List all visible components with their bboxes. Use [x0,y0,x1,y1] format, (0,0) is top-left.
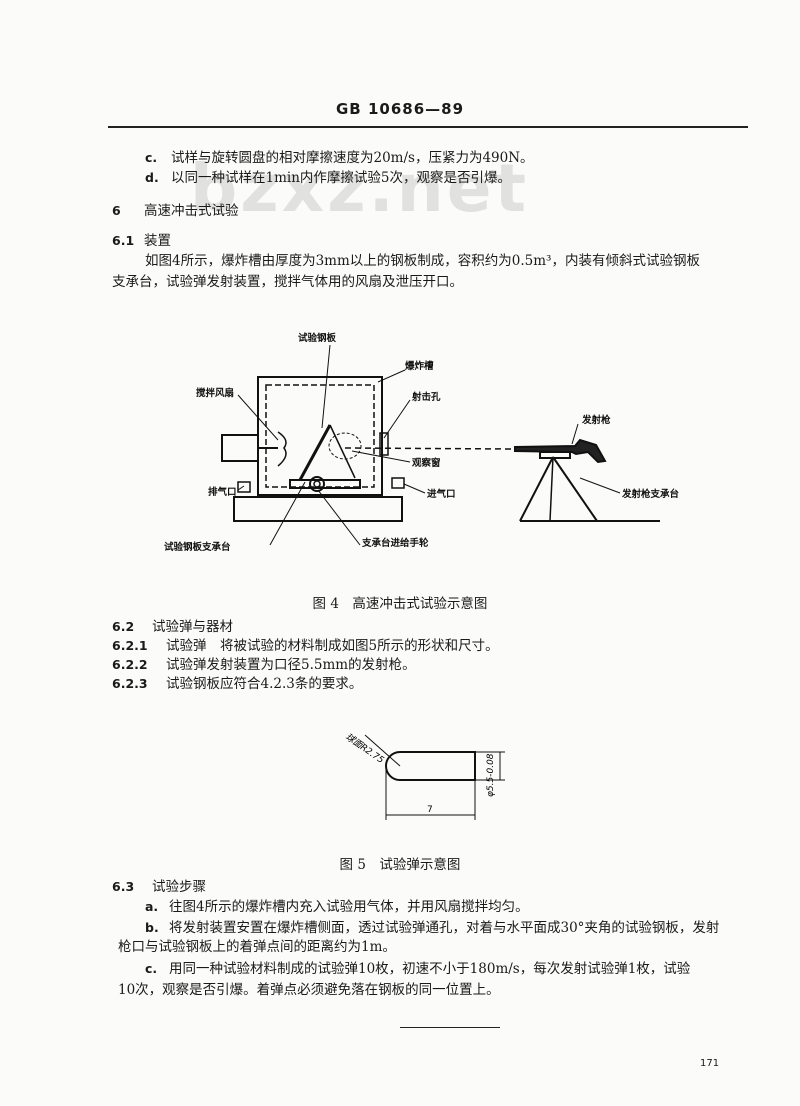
section-6-2-title: 试验弹与器材 [152,619,233,635]
diameter-label: φ5.5-0.08 [486,753,496,797]
item-d: d. 以同一种试样在1min内作摩擦试验5次，观察是否引爆。 [145,168,511,188]
figure-5-caption: 图 5 试验弹示意图 [339,857,461,873]
step-b-marker: b. [145,920,159,935]
header-rule [108,126,748,128]
footnote-rule [400,1027,500,1028]
section-6-2-1-number: 6.2.1 [112,638,148,653]
label-feed-wheel: 支承台进给手轮 [361,537,429,549]
section-6-2-heading: 6.2 试验弹与器材 [112,617,233,637]
section-6-number: 6 [112,203,121,218]
standard-header: GB 10686—89 [335,100,465,118]
section-6-1-title: 装置 [144,233,171,249]
label-fan: 搅拌风扇 [196,387,234,399]
section-6-2-number: 6.2 [112,619,135,634]
step-c-text-2: 10次，观察是否引爆。着弹点必须避免落在钢板的同一位置上。 [118,982,500,998]
label-shooting-hole: 射击孔 [411,391,441,403]
bullet-outline [385,751,476,781]
section-6-2-2-number: 6.2.2 [112,657,148,672]
section-6-1-number: 6.1 [112,233,135,248]
section-6-3-heading: 6.3 试验步骤 [112,877,206,897]
para-6-1-line1: 如图4所示，爆炸槽由厚度为3mm以上的钢板制成，容积约为0.5m³，内装有倾斜式… [145,253,700,269]
figure-4-caption: 图 4 高速冲击式试验示意图 [312,596,488,612]
item-c: c. 试样与旋转圆盘的相对摩擦速度为20m/s，压紧力为490N。 [145,148,534,168]
step-c-marker: c. [145,961,158,976]
section-6-2-3: 6.2.3 试验钢板应符合4.2.3条的要求。 [112,674,362,694]
step-c-text-1: 用同一种试验材料制成的试验弹10枚，初速不小于180m/s，每次发射试验弹1枚，… [169,961,691,977]
label-gun-stand: 发射枪支承台 [621,488,680,500]
section-6-2-1-text: 试验弹 将被试验的材料制成如图5所示的形状和尺寸。 [166,638,499,654]
section-6-2-1: 6.2.1 试验弹 将被试验的材料制成如图5所示的形状和尺寸。 [112,636,499,656]
step-a-text: 往图4所示的爆炸槽内充入试验用气体，并用风扇搅拌均匀。 [169,899,529,915]
section-6-2-3-text: 试验钢板应符合4.2.3条的要求。 [166,676,363,692]
length-label: 7 [427,805,433,815]
label-chamber: 爆炸槽 [405,360,434,372]
section-6-3-title: 试验步骤 [152,879,206,895]
para-6-1-line2: 支承台，试验弹发射装置，搅拌气体用的风扇及泄压开口。 [112,274,463,290]
label-intake: 进气口 [427,488,456,500]
watermark: bzxz.net [190,150,530,227]
label-exhaust: 排气口 [208,486,237,498]
label-window: 观察窗 [411,457,441,469]
item-d-marker: d. [145,170,159,185]
step-a: a. 往图4所示的爆炸槽内充入试验用气体，并用风扇搅拌均匀。 [145,897,529,917]
section-6-2-3-number: 6.2.3 [112,676,148,691]
label-plate-stand: 试验钢板支承台 [164,541,231,553]
section-6-title: 高速冲击式试验 [144,203,239,219]
radius-label: 球面R2.75 [343,731,386,766]
section-6-heading: 6 高速冲击式试验 [112,201,239,221]
item-c-text: 试样与旋转圆盘的相对摩擦速度为20m/s，压紧力为490N。 [171,150,534,166]
step-c-line1: c. 用同一种试验材料制成的试验弹10枚，初速不小于180m/s，每次发射试验弹1… [145,959,690,979]
section-6-2-2-text: 试验弹发射装置为口径5.5mm的发射枪。 [166,657,416,673]
label-gun: 发射枪 [581,414,611,426]
section-6-1-heading: 6.1 装置 [112,231,171,251]
item-c-marker: c. [145,150,158,165]
step-b-line1: b. 将发射装置安置在爆炸槽侧面，透过试验弹通孔，对着与水平面成30°夹角的试验钢… [145,918,719,938]
section-6-2-2: 6.2.2 试验弹发射装置为口径5.5mm的发射枪。 [112,655,416,675]
label-steel-plate: 试验钢板 [298,332,337,344]
item-d-text: 以同一种试样在1min内作摩擦试验5次，观察是否引爆。 [171,170,511,186]
step-b-text-2: 枪口与试验钢板上的着弹点间的距离约为1m。 [118,939,396,955]
page-number: 171 [700,1058,720,1069]
step-a-marker: a. [145,899,159,914]
step-b-text-1: 将发射装置安置在爆炸槽侧面，透过试验弹通孔，对着与水平面成30°夹角的试验钢板，… [169,920,720,936]
section-6-3-number: 6.3 [112,879,135,894]
